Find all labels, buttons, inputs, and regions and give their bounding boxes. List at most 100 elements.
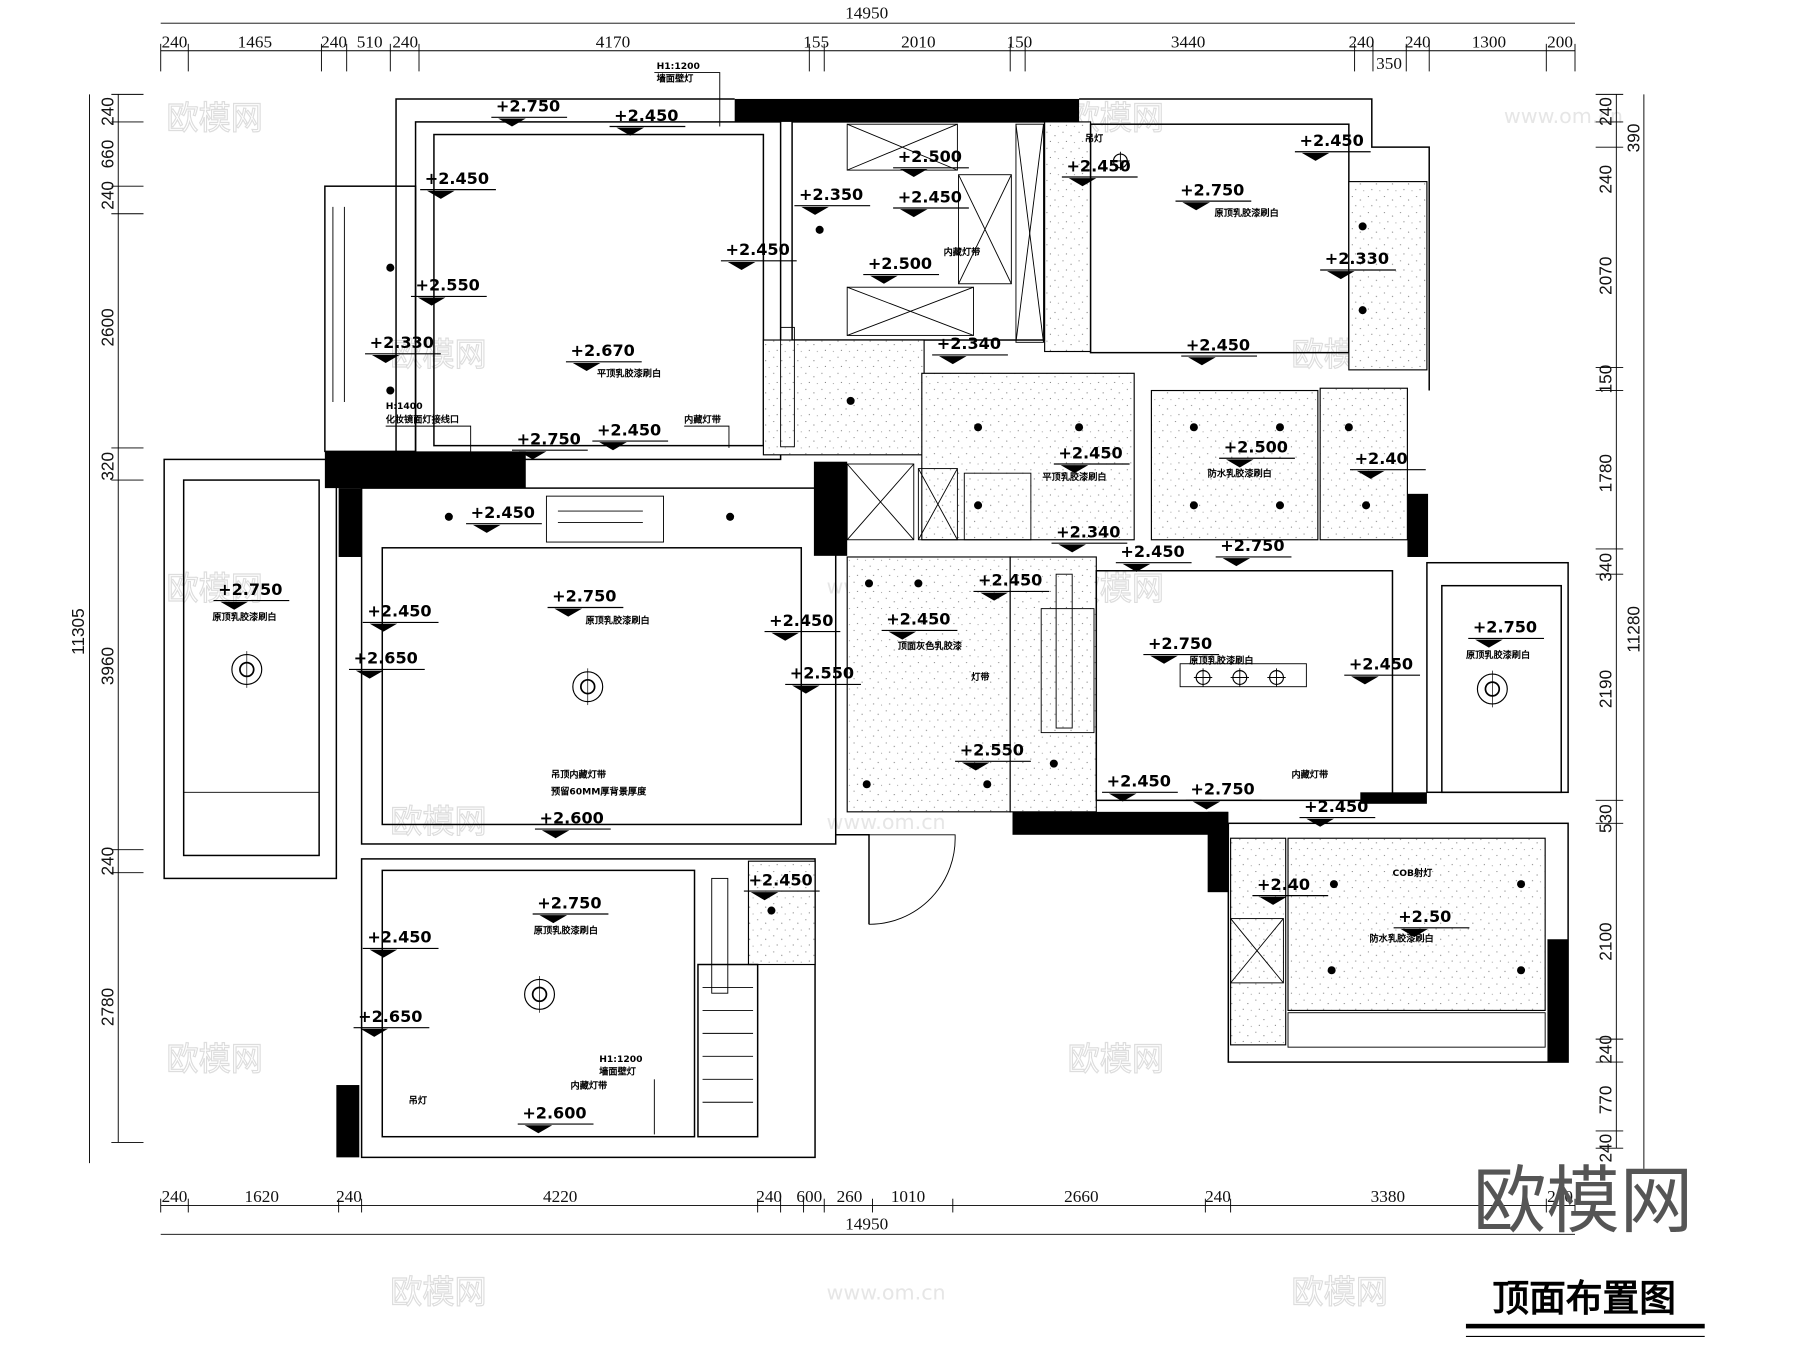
elevation-value: +2.450 (769, 611, 833, 630)
annotation-note: H:1400 (386, 401, 423, 412)
elevation-marker: +2.650 (348, 649, 425, 679)
elevation-value: +2.750 (552, 587, 616, 606)
dimension-bottom: 2660 (1064, 1187, 1098, 1206)
watermark-url: www.om.cn (827, 810, 946, 834)
elevation-value: +2.750 (1148, 634, 1212, 653)
elevation-marker: +2.450 (764, 611, 841, 641)
elevation-value: +2.450 (898, 187, 962, 206)
elevation-triangle-icon (750, 892, 779, 901)
annotation-note: 吊灯 (1085, 132, 1104, 144)
elevation-triangle-icon (472, 524, 501, 533)
annotation-note: COB射灯 (1392, 867, 1433, 879)
downlight-icon (864, 579, 874, 588)
elevation-marker: +2.750 (1468, 618, 1545, 648)
elevation-value: +2.450 (886, 610, 950, 629)
elevation-triangle-icon (792, 685, 820, 694)
elevation-value: +2.450 (978, 571, 1042, 590)
downlight-icon (1189, 423, 1198, 432)
elevation-value: +2.750 (517, 429, 581, 448)
annotation-notes: H1:1200墙面壁灯平顶乳胶漆刷白H:1400化妆镜面灯接线口内藏灯带内藏灯带… (212, 61, 1530, 1135)
downlight-icon (1049, 759, 1058, 768)
dimension-top: 240 (321, 32, 347, 51)
elevation-triangle-icon (727, 261, 756, 270)
dimension-top-sub: 350 (1376, 54, 1402, 73)
elevation-triangle-icon (524, 1125, 553, 1134)
elevation-marker: +2.340 (932, 334, 1008, 365)
elevation-marker: +2.330 (1320, 249, 1396, 280)
downlight-icon (1358, 306, 1367, 315)
elevation-value: +2.450 (1120, 542, 1184, 561)
elevation-value: +2.450 (1186, 335, 1250, 354)
dimension-lines (89, 22, 1645, 1235)
downlight-icon (974, 501, 983, 510)
elevation-triangle-icon (771, 632, 799, 641)
elevation-triangle-icon (1301, 152, 1330, 161)
dimension-bottom: 260 (837, 1187, 863, 1206)
elevation-triangle-icon (539, 915, 568, 924)
elevation-triangle-icon (1060, 465, 1089, 474)
elevation-triangle-icon (498, 118, 526, 127)
elevation-value: +2.450 (748, 870, 812, 889)
elevation-marker: +2.330 (365, 333, 441, 363)
elevation-triangle-icon (572, 362, 601, 372)
elevation-marker: +2.450 (1102, 772, 1178, 802)
downlight-icon (1344, 423, 1353, 432)
annotation-note: 吊灯 (409, 1094, 428, 1106)
elevation-value: +2.450 (367, 602, 431, 621)
downlight-icon (815, 225, 824, 234)
elevation-triangle-icon (369, 623, 398, 632)
elevation-marker: +2.450 (973, 571, 1050, 601)
dimension-right-total: 11280 (1623, 606, 1643, 653)
dimension-bottom: 240 (336, 1187, 362, 1206)
dimension-bottom: 600 (796, 1187, 822, 1206)
dimension-right: 2100 (1596, 922, 1616, 960)
elevation-value: +2.450 (367, 928, 431, 947)
elevation-value: +2.600 (522, 1103, 586, 1122)
elevation-marker: +2.450 (743, 870, 820, 901)
elevation-triangle-icon (1306, 818, 1334, 827)
dimension-top: 1300 (1472, 32, 1506, 51)
elevation-marker: +2.750 (1143, 634, 1220, 664)
annotation-note: 平顶乳胶漆刷白 (1042, 471, 1106, 483)
elevation-value: +2.40 (1355, 449, 1408, 468)
spotlight-icon (1111, 151, 1130, 171)
elevation-triangle-icon (1259, 896, 1287, 905)
dimension-bottom: 240 (162, 1187, 188, 1206)
downlight-icon (983, 780, 992, 789)
elevation-value: +2.750 (496, 97, 560, 116)
dimension-left: 240 (98, 97, 118, 126)
dimension-left: 240 (98, 181, 118, 210)
dimension-top: 240 (392, 32, 418, 51)
elevation-marker: +2.750 (532, 893, 609, 924)
elevation-marker: +2.750 (491, 97, 568, 127)
annotation-note: 化妆镜面灯接线口 (386, 414, 459, 426)
drawing-title: 顶面布置图 (1492, 1277, 1676, 1320)
elevation-triangle-icon (427, 190, 455, 199)
elevation-marker: +2.450 (420, 169, 496, 199)
elevation-marker: +2.450 (1061, 156, 1138, 187)
pendant-lamp-icon (231, 651, 263, 688)
elevation-value: +2.600 (540, 808, 604, 827)
annotation-note: 吊顶内藏灯带 (551, 768, 606, 780)
watermark-logo: 欧模网 (1473, 1159, 1693, 1244)
downlight-icon (1517, 880, 1526, 889)
elevation-triangle-icon (220, 601, 248, 610)
dimension-top: 240 (1349, 32, 1375, 51)
elevation-marker: +2.670 (565, 341, 642, 372)
watermark: 欧模网 (166, 569, 262, 607)
elevation-marker: +2.750 (511, 429, 588, 460)
elevation-triangle-icon (371, 354, 400, 363)
elevation-triangle-icon (417, 297, 446, 306)
watermark: 欧模网 (1291, 1273, 1387, 1311)
downlight-icon (444, 512, 453, 521)
elevation-value: +2.450 (1107, 772, 1171, 791)
elevation-triangle-icon (1356, 470, 1385, 479)
elevation-marker: +2.450 (466, 503, 542, 533)
elevation-marker: +2.450 (893, 187, 969, 218)
dimension-top: 155 (803, 32, 829, 51)
elevation-value: +2.750 (1190, 780, 1254, 799)
elevation-value: +2.330 (1325, 249, 1389, 268)
elevation-triangle-icon (616, 127, 645, 136)
elevation-marker: +2.500 (863, 254, 940, 284)
